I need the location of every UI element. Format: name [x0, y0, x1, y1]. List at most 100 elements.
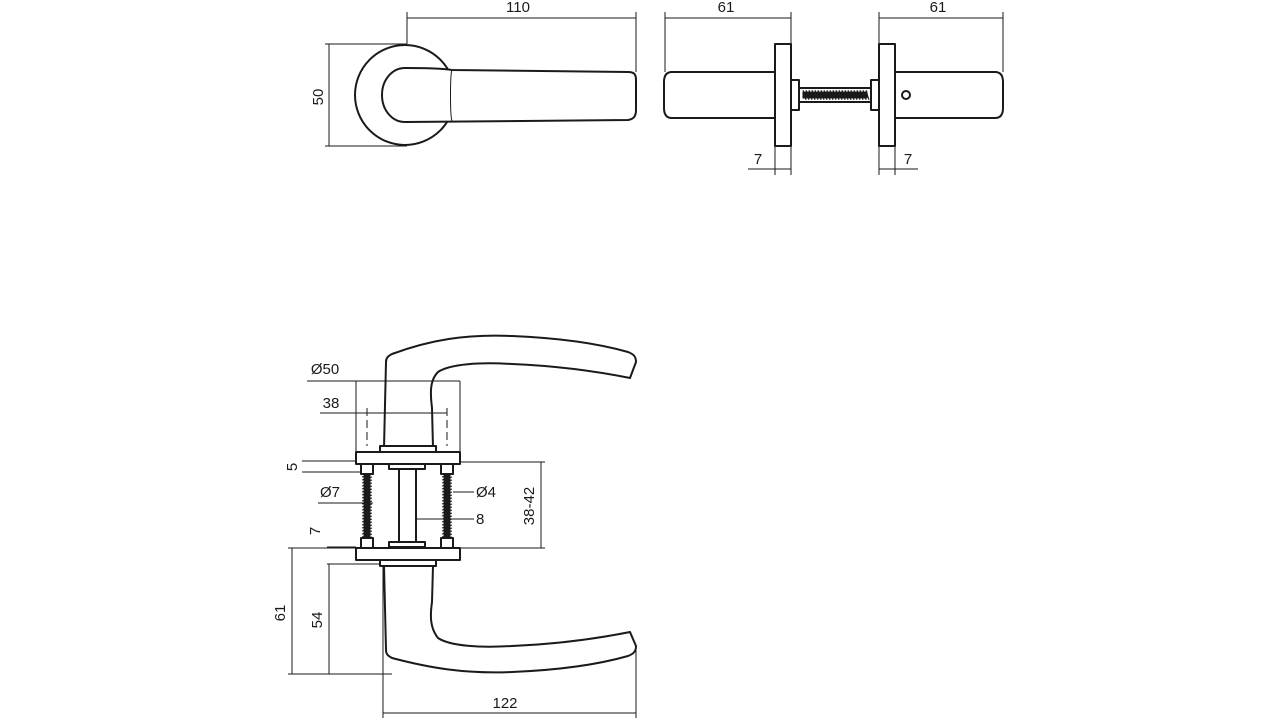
right-lever-body [894, 71, 1004, 119]
thread-tick [823, 89, 828, 101]
thread-tick [441, 533, 453, 538]
thread-tick [361, 497, 373, 502]
left-lever-body [663, 71, 785, 119]
dim-text-d4: Ø4 [476, 484, 496, 501]
top-view: 110 50 [310, 0, 637, 147]
thread-tick [865, 89, 870, 101]
dim-text-122: 122 [492, 695, 517, 712]
thread-tick [361, 488, 373, 493]
thread-tick [361, 476, 373, 481]
dim-text-7-front: 7 [307, 527, 324, 535]
dim-text-50: 50 [310, 89, 327, 106]
thread-tick [814, 89, 819, 101]
thread-tick [441, 491, 453, 496]
lever-top-outline [381, 67, 637, 123]
upper-screw-head-right [440, 463, 454, 475]
front-view: Ø50 38 5 Ø7 Ø4 8 38-42 7 61 54 [272, 334, 637, 718]
lower-screw-head-right [440, 537, 454, 549]
thread-tick [829, 89, 834, 101]
lower-rose-plate [355, 547, 461, 561]
thread-tick [859, 89, 864, 101]
thread-tick [441, 521, 453, 526]
thread-tick [826, 89, 831, 101]
lower-screw-head-left [360, 537, 374, 549]
thread-tick [802, 89, 807, 101]
dim-text-8: 8 [476, 511, 484, 528]
thread-tick [361, 512, 373, 517]
dim-text-d50: Ø50 [311, 361, 339, 378]
thread-tick [441, 494, 453, 499]
thread-tick [361, 503, 373, 508]
thread-tick [441, 503, 453, 508]
thread-tick [361, 509, 373, 514]
thread-tick [361, 479, 373, 484]
dim-text-7-left: 7 [754, 151, 762, 168]
thread-tick [847, 89, 852, 101]
thread-tick [853, 89, 858, 101]
left-screw-thread [361, 473, 373, 541]
side-view: 61 61 7 7 [663, 0, 1004, 175]
thread-tick [844, 89, 849, 101]
spindle-block-right [870, 79, 880, 111]
spindle-block-left [790, 79, 800, 111]
thread-tick [361, 533, 373, 538]
thread-tick [361, 473, 373, 478]
thread-tick [811, 89, 816, 101]
set-screw-icon [901, 90, 911, 100]
thread-tick [862, 89, 867, 101]
thread-tick [856, 89, 861, 101]
right-screw-thread [441, 473, 453, 541]
dim-text-5: 5 [284, 463, 301, 471]
thread-tick [441, 524, 453, 529]
right-rose-plate [878, 43, 896, 147]
spindle-outline [398, 468, 417, 543]
upper-lever-outline [383, 334, 637, 449]
thread-tick [361, 521, 373, 526]
dim-text-61-front: 61 [272, 605, 289, 622]
lever-neck-curve [450, 69, 453, 122]
thread-tick [441, 512, 453, 517]
lower-spindle-collar [388, 541, 426, 548]
upper-screw-head-left [360, 463, 374, 475]
dim-text-38-42: 38-42 [521, 487, 538, 525]
thread-tick [361, 518, 373, 523]
thread-tick [808, 89, 813, 101]
thread-tick [441, 479, 453, 484]
spindle-thread [802, 89, 870, 101]
thread-tick [441, 482, 453, 487]
thread-tick [817, 89, 822, 101]
thread-tick [361, 494, 373, 499]
thread-tick [361, 491, 373, 496]
thread-tick [441, 497, 453, 502]
thread-tick [441, 506, 453, 511]
thread-tick [441, 473, 453, 478]
thread-tick [361, 530, 373, 535]
upper-rose-plate [355, 451, 461, 465]
thread-tick [441, 476, 453, 481]
lower-lever-outline [383, 565, 637, 674]
thread-tick [441, 485, 453, 490]
thread-tick [841, 89, 846, 101]
thread-tick [838, 89, 843, 101]
thread-tick [361, 506, 373, 511]
thread-tick [832, 89, 837, 101]
dim-text-54: 54 [309, 612, 326, 629]
thread-tick [361, 524, 373, 529]
thread-tick [835, 89, 840, 101]
thread-tick [361, 485, 373, 490]
thread-tick [361, 482, 373, 487]
thread-tick [441, 509, 453, 514]
dim-text-110: 110 [506, 0, 530, 16]
thread-tick [441, 527, 453, 532]
dim-text-61-right: 61 [930, 0, 947, 16]
thread-tick [820, 89, 825, 101]
thread-tick [361, 527, 373, 532]
thread-tick [850, 89, 855, 101]
thread-tick [805, 89, 810, 101]
dim-text-38: 38 [323, 395, 340, 412]
dim-text-d7: Ø7 [320, 484, 340, 501]
thread-tick [441, 500, 453, 505]
thread-tick [361, 515, 373, 520]
left-rose-plate [774, 43, 792, 147]
